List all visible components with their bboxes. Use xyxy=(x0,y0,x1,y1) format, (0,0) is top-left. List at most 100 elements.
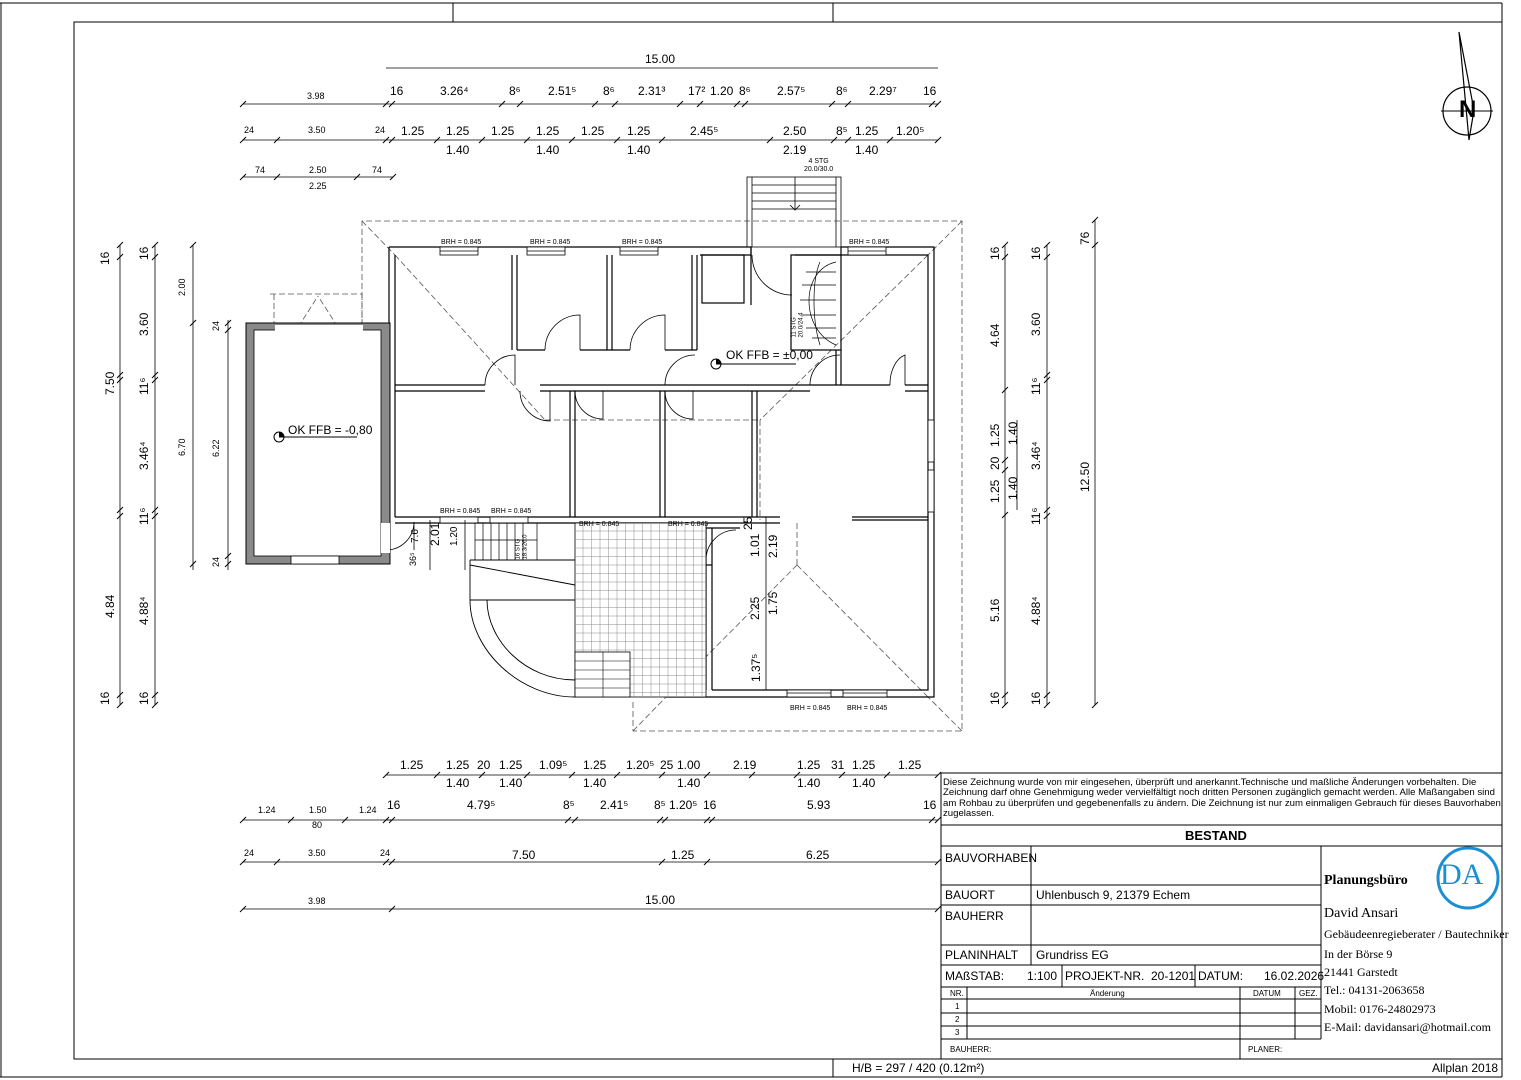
dimension-text: 1.40 xyxy=(627,143,651,157)
dimension-text: 16 xyxy=(390,84,404,98)
inner-stair xyxy=(800,261,837,346)
garage xyxy=(245,322,391,565)
dimension-text: 16 xyxy=(137,691,151,705)
dimension-text: 2.19 xyxy=(733,758,757,772)
dimension-text: 3.60 xyxy=(1029,312,1043,336)
tiled-hall xyxy=(574,522,707,698)
dimension-text: 16 xyxy=(703,798,717,812)
datum-value: 16.02.2026 xyxy=(1264,969,1325,983)
dimension-text: 8⁵ xyxy=(836,124,848,138)
dimension-text: 16 xyxy=(988,691,1002,705)
entrance-stair xyxy=(746,176,842,248)
dimension-text: 1.25 xyxy=(536,124,560,138)
dimension-text: 1.40 xyxy=(852,776,876,790)
planinhalt-label: PLANINHALT xyxy=(945,948,1019,962)
dimension-text: 2.19 xyxy=(766,534,780,558)
dimension-text: 1.40 xyxy=(855,143,879,157)
rev-row-number: 2 xyxy=(955,1015,960,1024)
dimension-text: 1.25 xyxy=(446,758,470,772)
dimension-text: 1.40 xyxy=(1006,421,1020,445)
north-label: N xyxy=(1459,96,1477,123)
dimension-text: 2.29⁷ xyxy=(869,84,897,98)
dimension-text: 1.20 xyxy=(449,526,460,546)
company-logo xyxy=(1436,846,1500,910)
dimension-text: 74 xyxy=(255,165,266,175)
dimension-text: 16 xyxy=(137,246,151,260)
dimension-text: 1.25 xyxy=(855,124,879,138)
dimension-text: 16 xyxy=(387,798,401,812)
dimension-text: 16 xyxy=(988,246,1002,260)
projekt-label: PROJEKT-NR. xyxy=(1065,969,1145,983)
dimension-text: 4.84 xyxy=(103,594,117,618)
dimension-text: 3.26⁴ xyxy=(440,84,469,98)
dimension-text: 1.25 xyxy=(491,124,515,138)
dimension-lines xyxy=(119,67,1096,910)
brh-label: BRH = 0.845 xyxy=(668,521,709,528)
rev-row-number: 1 xyxy=(955,1002,960,1011)
dimension-text: 4.88⁴ xyxy=(137,596,151,625)
cellar-stair-label: 16 STG 18.3/26.0 xyxy=(515,534,529,560)
dimension-text: 1.40 xyxy=(797,776,821,790)
dimension-text: 1.40 xyxy=(499,776,523,790)
dimension-text: 1.40 xyxy=(677,776,701,790)
dimension-text: 8⁵ xyxy=(563,798,575,812)
dimension-text: 3.46⁴ xyxy=(1029,441,1043,470)
dimension-text: 11⁶ xyxy=(137,377,151,395)
dimension-text: 2.25 xyxy=(748,596,762,620)
company-role: Gebäudeenregieberater / Bautechniker xyxy=(1324,927,1509,941)
dimension-text: 24 xyxy=(380,848,391,858)
dimension-text: 1.20⁵ xyxy=(669,798,698,812)
dimension-text: 2.01 xyxy=(428,522,442,546)
dimension-text: 1.25 xyxy=(797,758,821,772)
roof-outline xyxy=(270,220,963,732)
rev-header-nr: NR. xyxy=(950,989,964,998)
dimension-text: 3.60 xyxy=(137,312,151,336)
ffb-main-label: OK FFB = ±0,00 xyxy=(726,348,813,362)
dimension-text: 1.40 xyxy=(583,776,607,790)
bauherr-label: BAUHERR xyxy=(945,909,1004,923)
ramp xyxy=(469,559,576,698)
dimension-text: 1.50 xyxy=(309,805,327,815)
dimension-text: 11⁶ xyxy=(1029,377,1043,395)
dimension-text: 2.25 xyxy=(309,181,327,191)
inner-stair-label: 11 STG 20.0/24.4 xyxy=(791,312,805,338)
dimension-text: 15.00 xyxy=(645,52,676,66)
dimension-text: 24 xyxy=(211,320,221,331)
bauort-value: Uhlenbusch 9, 21379 Echem xyxy=(1036,888,1191,902)
dimension-text: 6.70 xyxy=(177,438,187,456)
disclaimer-note: Diese Zeichnung wurde von mir eingesehen… xyxy=(943,777,1501,820)
dimension-text: 2.50 xyxy=(309,165,327,175)
dimension-text: 11⁶ xyxy=(137,507,151,525)
sign-bauherr: BAUHERR: xyxy=(950,1045,992,1054)
dimension-text: 1.75 xyxy=(766,591,780,615)
dimension-text: 1.20⁵ xyxy=(626,758,655,772)
dimension-text: 8⁶ xyxy=(739,84,751,98)
entrance-stair-label: 4 STG 20.0/30.0 xyxy=(804,158,834,173)
dimension-text: 8⁵ xyxy=(654,798,666,812)
dimension-text: 3.98 xyxy=(307,91,325,101)
brh-label: BRH = 0.845 xyxy=(847,705,888,712)
dimension-text: 1.25 xyxy=(583,758,607,772)
dimension-text: 6.22 xyxy=(211,439,221,457)
dimension-text: 24 xyxy=(244,848,255,858)
dimension-text: 25 xyxy=(741,516,755,530)
dimension-text: 8⁶ xyxy=(509,84,521,98)
dimension-text: 1.25 xyxy=(671,848,695,862)
dimension-text: 1.25 xyxy=(852,758,876,772)
planinhalt-value: Grundriss EG xyxy=(1036,948,1109,962)
dimension-text: 2.50 xyxy=(783,124,807,138)
bauvorhaben-label: BAUVORHABEN xyxy=(945,851,1038,865)
dimension-text: 16 xyxy=(1029,691,1043,705)
dimension-text: 4.88⁴ xyxy=(1029,596,1043,625)
dimension-text: 1.20 xyxy=(710,84,734,98)
dimension-text: 1.37⁵ xyxy=(749,653,763,682)
company-email: E-Mail: davidansari@hotmail.com xyxy=(1324,1020,1492,1034)
sheet-format: H/B = 297 / 420 (0.12m²) xyxy=(852,1061,985,1075)
company-city: 21441 Garstedt xyxy=(1324,965,1398,979)
door-swings xyxy=(385,254,906,561)
dimension-text: 2.31³ xyxy=(638,84,666,98)
dimension-text: 1.00 xyxy=(677,758,701,772)
dimension-text: 6.25 xyxy=(806,848,830,862)
brh-label: BRH = 0.845 xyxy=(441,239,482,246)
company-street: In der Börse 9 xyxy=(1324,947,1393,961)
